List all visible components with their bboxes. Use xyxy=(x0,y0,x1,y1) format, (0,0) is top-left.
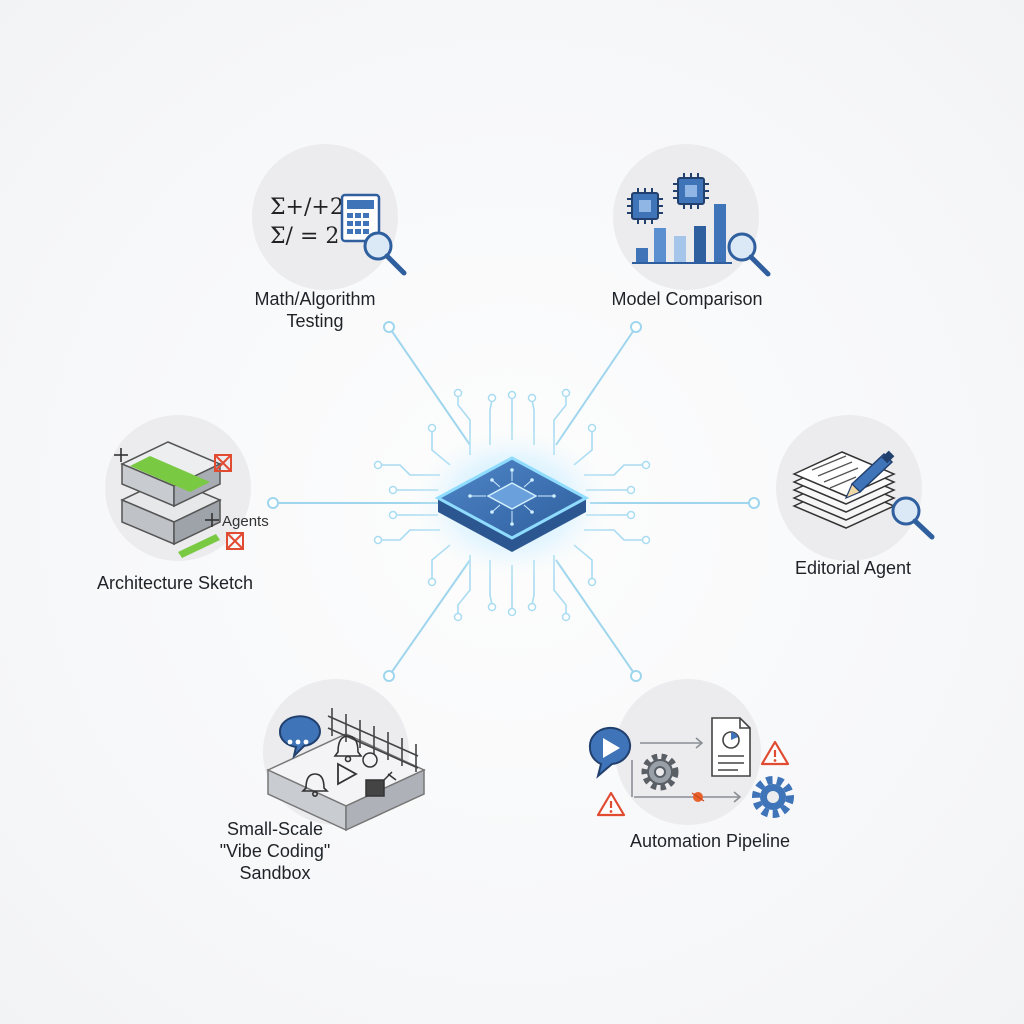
endpoint-automation xyxy=(630,670,642,682)
endpoint-math xyxy=(383,321,395,333)
endpoint-editorial xyxy=(748,497,760,509)
model-node-label: Model Comparison xyxy=(592,288,782,310)
connector-automation xyxy=(555,559,637,677)
architecture-node-label-line-1: Architecture Sketch xyxy=(96,573,254,593)
math-node-circle xyxy=(252,144,398,290)
plus-icon xyxy=(114,448,219,527)
automation-node-circle xyxy=(615,679,761,825)
gear-icon xyxy=(641,753,679,791)
architecture-inner-label: Agents xyxy=(222,513,269,530)
sandbox-node-icons xyxy=(266,708,426,832)
sandbox-node-label: Small-Scale "Vibe Coding" Sandbox xyxy=(200,818,350,884)
endpoint-model xyxy=(630,321,642,333)
editorial-node-label: Editorial Agent xyxy=(778,557,928,579)
circuit-trace-ends xyxy=(373,388,651,622)
processor-chip-icon xyxy=(407,423,617,583)
sandbox-node-label-line-3: Sandbox xyxy=(239,863,311,883)
document-stack-icon xyxy=(792,451,896,529)
chip-icon xyxy=(627,188,663,224)
sigma-formula-icon: Σ+/+2 Σ/ = 2 xyxy=(270,195,351,249)
editorial-node-icons xyxy=(792,450,935,540)
pen-icon xyxy=(844,450,895,500)
report-document-icon xyxy=(711,717,751,777)
model-node-icons xyxy=(627,173,771,277)
error-box-icon xyxy=(214,454,244,550)
connector-sandbox xyxy=(388,559,471,677)
bug-icon xyxy=(691,792,705,802)
connector-math xyxy=(388,326,471,446)
chat-bubble-icon xyxy=(278,715,321,760)
editorial-node-label-line-1: Editorial Agent xyxy=(794,558,912,578)
automation-node-label-line-1: Automation Pipeline xyxy=(629,831,791,851)
bar-chart-icon xyxy=(632,204,732,264)
model-node-label-line-1: Model Comparison xyxy=(611,289,763,309)
architecture-node-label: Architecture Sketch xyxy=(80,572,270,594)
math-node-label-line-1: Math/Algorithm xyxy=(254,289,376,309)
automation-node-label: Automation Pipeline xyxy=(610,830,810,852)
calculator-icon xyxy=(340,193,381,243)
architecture-node-icons: Agents xyxy=(114,441,269,558)
bell-icon xyxy=(301,735,363,797)
chip-icon xyxy=(673,173,709,209)
endpoint-sandbox xyxy=(383,670,395,682)
math-node-icons: Σ+/+2 Σ/ = 2 xyxy=(270,193,407,276)
stacked-layers-icon xyxy=(120,441,222,558)
robot-icon xyxy=(362,752,397,797)
magnifier-icon xyxy=(891,496,935,540)
gear-icon xyxy=(752,776,794,818)
magnifier-icon xyxy=(727,232,771,277)
fence-icon xyxy=(327,708,419,772)
play-icon xyxy=(337,762,358,786)
magnifier-icon xyxy=(363,231,407,276)
math-node-label: Math/Algorithm Testing xyxy=(235,288,395,332)
warning-icon xyxy=(596,740,790,817)
flow-arrows xyxy=(631,737,742,803)
math-node-label-line-2: Testing xyxy=(286,311,344,331)
connector-model xyxy=(555,326,637,446)
endpoint-architecture xyxy=(267,497,279,509)
automation-node-icons xyxy=(588,717,794,818)
sandbox-node-label-line-1: Small-Scale xyxy=(226,819,324,839)
play-bubble-icon xyxy=(588,727,631,779)
sandbox-node-label-line-2: "Vibe Coding" xyxy=(219,841,331,861)
connector-endpoints xyxy=(267,321,760,682)
